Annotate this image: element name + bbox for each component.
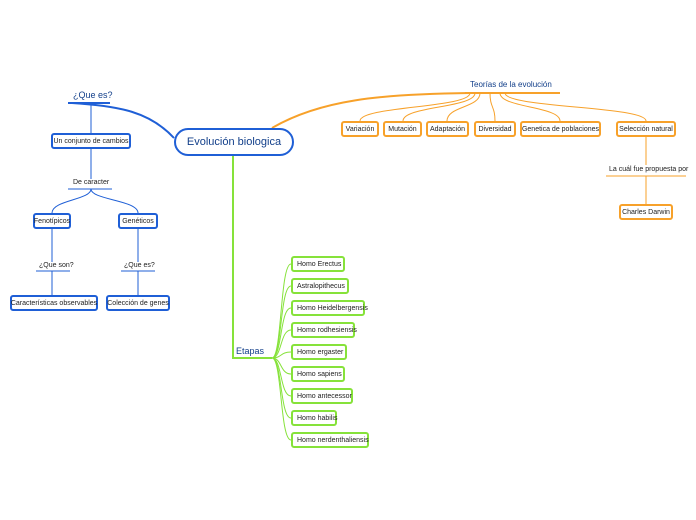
stage-node-5[interactable]: Homo ergaster: [291, 344, 347, 360]
stage-node-7[interactable]: Homo antecessor: [291, 388, 353, 404]
of-type-label: De caracter: [73, 179, 110, 186]
stage-node-6[interactable]: Homo sapiens: [291, 366, 345, 382]
what-is-genetic-label: ¿Que es?: [124, 262, 155, 269]
phenotypic-node[interactable]: Fenotípicos: [33, 213, 71, 229]
stage-node-9[interactable]: Homo nerdenthaliensis: [291, 432, 369, 448]
stage-node-1[interactable]: Homo Erectus: [291, 256, 345, 272]
genetic-node[interactable]: Genéticos: [118, 213, 158, 229]
theory-natural-selection-node[interactable]: Selección natural: [616, 121, 676, 137]
theory-population-genetics-node[interactable]: Genetica de poblaciones: [520, 121, 601, 137]
stage-node-3[interactable]: Homo Heidelbergensis: [291, 300, 368, 316]
gene-collection-node[interactable]: Colección de genes: [106, 295, 170, 311]
theory-variation-node[interactable]: Variación: [341, 121, 379, 137]
definition-node[interactable]: Un conjunto de cambios: [51, 133, 131, 149]
theories-label: Teorías de la evolución: [470, 80, 552, 89]
stages-label: Etapas: [236, 346, 265, 356]
what-are-label: ¿Que son?: [39, 262, 74, 269]
theory-mutation-node[interactable]: Mutación: [383, 121, 422, 137]
proposed-by-label: La cuál fue propuesta por: [609, 166, 689, 173]
stage-node-2[interactable]: Astralopithecus: [291, 278, 349, 294]
charles-darwin-node[interactable]: Charles Darwin: [619, 204, 673, 220]
stage-node-4[interactable]: Homo rodhesiensis: [291, 322, 357, 338]
what-is-label: ¿Que es?: [73, 90, 113, 100]
stage-connector: [271, 307, 292, 359]
observable-traits-node[interactable]: Características observables: [10, 295, 98, 311]
theory-adaptation-node[interactable]: Adaptación: [426, 121, 469, 137]
theory-diversity-node[interactable]: Diversidad: [474, 121, 516, 137]
stage-connector: [271, 357, 292, 441]
stage-connector: [271, 285, 292, 359]
stage-connector: [271, 329, 292, 359]
root-topic[interactable]: Evolución biologica: [174, 128, 294, 156]
stage-node-8[interactable]: Homo habilis: [291, 410, 337, 426]
